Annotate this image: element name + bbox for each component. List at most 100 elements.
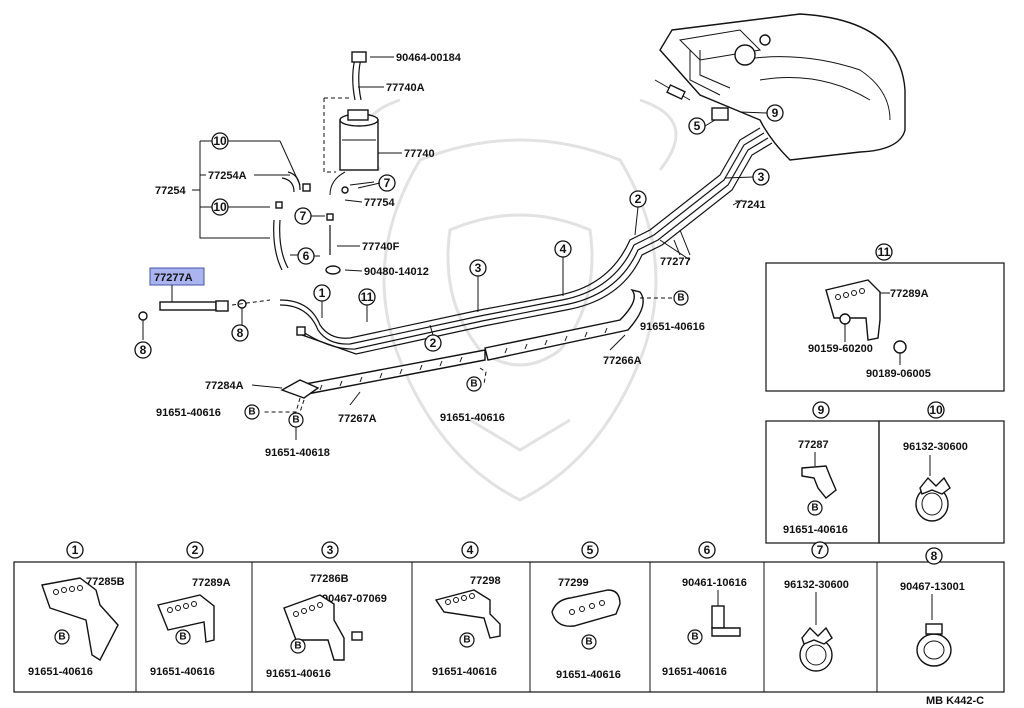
callout-3-a: 3 <box>475 261 482 275</box>
bottom-detail-row <box>13 561 1005 693</box>
label-91651-40616-b: 91651-40616 <box>156 407 221 419</box>
bolt-b-4: B <box>292 415 299 426</box>
callout-7-b: 7 <box>300 209 307 223</box>
label-b8-90467-13001: 90467-13001 <box>900 581 965 593</box>
detail-11-number: 11 <box>878 245 891 259</box>
watermark-emblem <box>362 98 678 502</box>
label-77277: 77277 <box>660 256 691 268</box>
callout-3-b: 3 <box>758 170 765 184</box>
main-callouts: 10 10 7 7 6 1 11 2 3 4 2 3 9 5 8 8 <box>134 104 784 359</box>
canister-labels: 90464-00184 77740A 77740 77754 77740F 90… <box>325 52 462 278</box>
label-77740A: 77740A <box>386 82 425 94</box>
callout-9-main: 9 <box>772 106 779 120</box>
detail-3-number: 3 <box>327 543 334 557</box>
detail-6-number: 6 <box>704 543 711 557</box>
detail-box-5: 5 77299 B 91651-40616 <box>551 541 621 681</box>
label-b1-91651-40616: 91651-40616 <box>28 666 93 678</box>
detail-box-2: 2 77289A B 91651-40616 <box>150 541 231 678</box>
hose-group-77254: 77254 77254A <box>155 140 311 271</box>
callout-5-main: 5 <box>694 119 701 133</box>
bolt-b-box3: B <box>294 641 301 652</box>
callout-8-b: 8 <box>140 343 147 357</box>
label-d9-91651-40616: 91651-40616 <box>783 524 848 536</box>
label-b5-91651-40616: 91651-40616 <box>556 669 621 681</box>
detail-box-8: 8 90467-13001 <box>900 547 965 667</box>
label-d11-90189-06005: 90189-06005 <box>866 368 931 380</box>
bolt-b-box4: B <box>463 635 470 646</box>
callout-2-a: 2 <box>430 336 437 350</box>
label-b3-90467-07069: 90467-07069 <box>322 593 387 605</box>
bolt-b-1: B <box>677 293 684 304</box>
label-b1-77285B: 77285B <box>86 576 125 588</box>
hose-77277A: 77277A <box>138 267 271 340</box>
charcoal-canister <box>323 51 379 196</box>
detail-box-7: 7 96132-30600 <box>784 541 849 672</box>
detail-box-3: 3 77286B 90467-07069 B 91651-40616 <box>266 541 387 680</box>
detail-7-number: 7 <box>817 543 824 557</box>
callout-1: 1 <box>319 286 326 300</box>
bracket-rails <box>264 288 676 413</box>
label-77266A: 77266A <box>603 355 642 367</box>
label-d11-90159-60200: 90159-60200 <box>808 343 873 355</box>
detail-5-number: 5 <box>587 543 594 557</box>
label-77754: 77754 <box>364 197 395 209</box>
label-91651-40616-a: 91651-40616 <box>640 321 705 333</box>
label-77254A: 77254A <box>208 170 247 182</box>
label-90480-14012: 90480-14012 <box>364 266 429 278</box>
label-b2-91651-40616: 91651-40616 <box>150 666 215 678</box>
detail-1-number: 1 <box>72 543 79 557</box>
callout-2-b: 2 <box>635 192 642 206</box>
pipe-labels: 77241 77277 <box>660 199 766 268</box>
label-77267A: 77267A <box>338 413 377 425</box>
label-b3-91651-40616: 91651-40616 <box>266 668 331 680</box>
detail-2-number: 2 <box>192 543 199 557</box>
bolt-b-3: B <box>248 407 255 418</box>
label-77740: 77740 <box>404 148 435 160</box>
detail-9-number: 9 <box>818 403 825 417</box>
label-b2-77289A: 77289A <box>192 577 231 589</box>
label-b7-96132-30600: 96132-30600 <box>784 579 849 591</box>
label-77254: 77254 <box>155 185 186 197</box>
label-b4-77298: 77298 <box>470 575 501 587</box>
bolt-markers: B B B B <box>244 290 689 428</box>
label-91651-40618: 91651-40618 <box>265 447 330 459</box>
detail-box-11: 11 77289A 90159-60200 90189-06005 <box>765 243 1005 392</box>
callout-7-a: 7 <box>384 176 391 190</box>
bolt-b-box6: B <box>691 632 698 643</box>
label-77241: 77241 <box>735 199 766 211</box>
label-b3-77286B: 77286B <box>310 573 349 585</box>
label-d11-77289A: 77289A <box>890 288 929 300</box>
label-91651-40616-c: 91651-40616 <box>440 412 505 424</box>
callout-4: 4 <box>560 242 567 256</box>
callout-8-a: 8 <box>237 326 244 340</box>
bolt-b-2: B <box>470 379 477 390</box>
bolt-b-box1: B <box>58 632 65 643</box>
label-b6-90461-10616: 90461-10616 <box>682 577 747 589</box>
label-90464-00184: 90464-00184 <box>396 52 462 64</box>
detail-box-10: 10 96132-30600 <box>878 401 1005 544</box>
label-77284A: 77284A <box>205 380 244 392</box>
bolt-b-box2: B <box>179 632 186 643</box>
diagram-code: MB K442-C <box>926 695 984 707</box>
detail-box-6: 6 90461-10616 B 91651-40616 <box>662 541 747 678</box>
detail-4-number: 4 <box>467 543 474 557</box>
detail-box-4: 4 77298 B 91651-40616 <box>432 541 501 678</box>
detail-box-1: 1 77285B B 91651-40616 <box>28 541 125 678</box>
callout-6: 6 <box>303 249 310 263</box>
detail-10-number: 10 <box>929 403 943 417</box>
detail-8-number: 8 <box>931 549 938 563</box>
detail-box-9: 9 77287 B 91651-40616 <box>765 401 880 544</box>
label-b5-77299: 77299 <box>558 577 589 589</box>
label-77277A-highlighted: 77277A <box>154 272 193 284</box>
label-b6-91651-40616: 91651-40616 <box>662 666 727 678</box>
callout-11-main: 11 <box>361 290 374 304</box>
rail-labels: 91651-40616 77266A 77284A 91651-40616 77… <box>156 321 705 459</box>
label-d10-96132-30600: 96132-30600 <box>903 441 968 453</box>
bolt-b-d9: B <box>811 503 818 514</box>
callout-10-mid: 10 <box>213 200 227 214</box>
fuel-pipes <box>279 127 773 355</box>
label-77740F: 77740F <box>362 241 400 253</box>
label-b4-91651-40616: 91651-40616 <box>432 666 497 678</box>
callout-10-top: 10 <box>213 134 227 148</box>
